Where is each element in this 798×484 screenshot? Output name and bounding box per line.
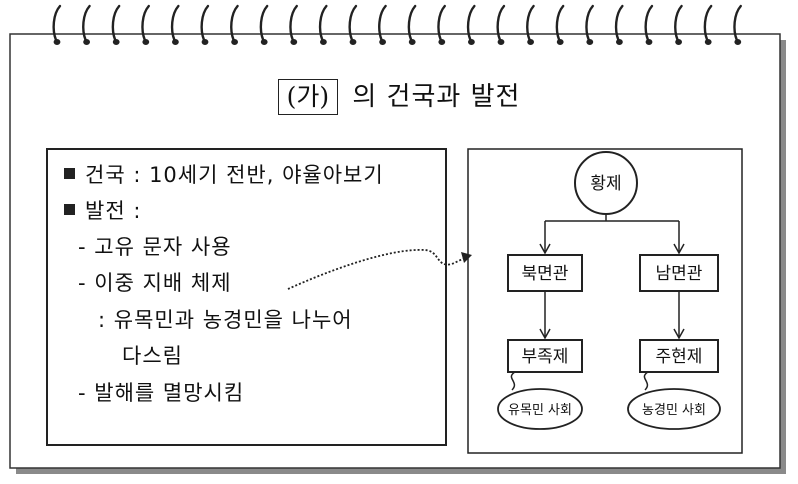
line-script: - 고유 문자 사용	[78, 233, 232, 261]
binding-ring-icon	[318, 4, 328, 42]
line-development: 발전 :	[64, 197, 141, 225]
line-text: : 유목민과 농경민을 나누어	[98, 308, 353, 332]
binding-hole-icon	[320, 39, 327, 45]
binding-hole-icon	[201, 39, 209, 45]
binding-hole-icon	[231, 39, 239, 45]
line-text: - 고유 문자 사용	[78, 235, 232, 259]
binding-ring-icon	[200, 4, 210, 42]
binding-hole-icon	[379, 39, 386, 45]
binding-hole-icon	[527, 39, 534, 45]
line-balhae: - 발해를 멸망시킴	[78, 379, 244, 407]
title-row: (가) 의 건국과 발전	[0, 76, 798, 115]
binding-hole-icon	[260, 39, 268, 45]
binding-ring-icon	[703, 4, 713, 42]
line-text: 건국 : 10세기 전반, 야율아보기	[85, 163, 384, 187]
binding-hole-icon	[112, 39, 120, 45]
line-text: - 이중 지배 체제	[78, 271, 232, 295]
title-label-box: (가)	[277, 79, 339, 115]
binding-hole-icon	[438, 39, 446, 45]
binding-hole-icon	[349, 39, 357, 45]
title-text: 의 건국과 발전	[352, 82, 521, 112]
line-text: - 발해를 멸망시킴	[78, 381, 245, 405]
binding-hole-icon	[734, 39, 742, 45]
bullet-square-icon	[64, 204, 75, 215]
binding-hole-icon	[704, 39, 712, 45]
binding-hole-icon	[468, 39, 475, 45]
binding-hole-icon	[172, 39, 179, 45]
binding-ring-icon	[407, 4, 417, 42]
binding-hole-icon	[675, 39, 682, 45]
binding-ring-icon	[289, 4, 298, 42]
binding-hole-icon	[290, 39, 298, 45]
binding-ring-icon	[259, 4, 269, 42]
binding-ring-icon	[644, 4, 654, 42]
binding-hole-icon	[83, 39, 90, 45]
binding-ring-icon	[526, 4, 535, 42]
binding-ring-icon	[614, 4, 624, 42]
line-dual-rule-detail-cont: 다스림	[122, 342, 183, 370]
binding-ring-icon	[348, 4, 358, 42]
binding-ring-icon	[674, 4, 683, 42]
binding-hole-icon	[497, 39, 505, 45]
binding-hole-icon	[556, 39, 564, 45]
binding-hole-icon	[142, 39, 150, 45]
line-text: 발전 :	[85, 199, 142, 223]
binding-ring-icon	[170, 4, 180, 42]
binding-hole-icon	[616, 39, 623, 45]
binding-ring-icon	[111, 4, 121, 42]
binding-ring-icon	[141, 4, 150, 42]
binding-ring-icon	[466, 4, 476, 42]
binding-hole-icon	[586, 39, 594, 45]
left-panel-frame	[46, 148, 447, 446]
binding-hole-icon	[53, 39, 61, 45]
binding-ring-icon	[585, 4, 594, 42]
binding-ring-icon	[555, 4, 565, 42]
binding-ring-icon	[733, 4, 742, 42]
binding-ring-icon	[230, 4, 239, 42]
right-panel-frame	[467, 148, 743, 454]
binding-hole-icon	[645, 39, 653, 45]
bullet-square-icon	[64, 168, 75, 179]
line-founding: 건국 : 10세기 전반, 야율아보기	[64, 161, 384, 189]
spiral-binding	[52, 4, 742, 45]
binding-ring-icon	[437, 4, 446, 42]
line-dual-rule-detail: : 유목민과 농경민을 나누어	[98, 306, 353, 334]
line-dual-rule: - 이중 지배 체제	[78, 269, 232, 297]
binding-ring-icon	[378, 4, 387, 42]
left-panel: 건국 : 10세기 전반, 야율아보기 발전 : - 고유 문자 사용 - 이중…	[48, 150, 444, 444]
line-text: 다스림	[122, 344, 183, 368]
binding-ring-icon	[82, 4, 91, 42]
binding-ring-icon	[496, 4, 506, 42]
binding-ring-icon	[52, 4, 62, 42]
binding-hole-icon	[408, 39, 416, 45]
